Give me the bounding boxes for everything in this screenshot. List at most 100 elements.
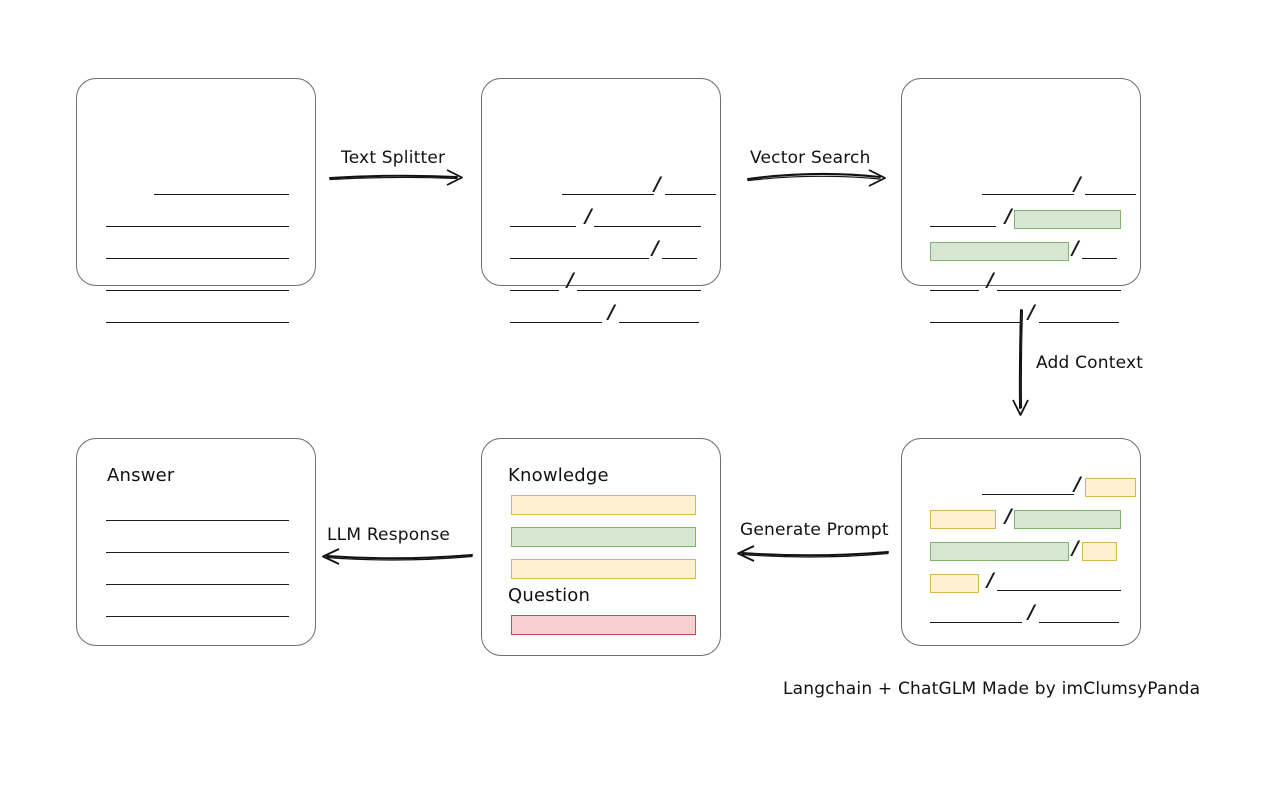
node-context-added-chunks[interactable]: / / / / / <box>901 438 1141 646</box>
chunk-segment-highlight-green <box>1013 510 1121 529</box>
answer-line <box>106 539 289 553</box>
chunk-segment <box>930 609 1022 623</box>
document-line <box>106 277 289 291</box>
edge-label-llm-response: LLM Response <box>327 525 451 545</box>
line-segment <box>106 571 289 585</box>
line-segment <box>106 507 289 521</box>
document-line <box>106 245 289 259</box>
chunk-line: / <box>510 303 699 323</box>
chunk-line: / <box>510 271 701 291</box>
question-label: Question <box>508 585 591 606</box>
source-document-rows <box>77 79 315 323</box>
edge-label-add-context: Add Context <box>1036 353 1144 373</box>
chunk-separator-icon: / <box>1005 205 1012 227</box>
chunk-segment <box>982 181 1074 195</box>
chunk-segment <box>982 481 1074 495</box>
knowledge-label: Knowledge <box>508 465 609 486</box>
chunk-line: / <box>930 571 1121 593</box>
line-segment <box>154 181 289 195</box>
chunk-segment <box>576 277 701 291</box>
chunk-segment <box>510 277 559 291</box>
arrow-generate-prompt <box>737 545 889 562</box>
chunk-segment <box>1038 309 1119 323</box>
chunk-separator-icon: / <box>987 569 994 591</box>
chunk-line: / <box>930 603 1119 623</box>
chunk-segment-highlight-green <box>930 242 1069 261</box>
context-added-rows: / / / / / <box>902 439 1140 645</box>
chunk-line: / <box>930 175 1136 195</box>
answer-line <box>106 571 289 585</box>
chunk-segment-highlight-yellow <box>1084 478 1136 497</box>
question-bar <box>511 615 696 635</box>
line-segment <box>106 213 289 227</box>
chunk-separator-icon: / <box>608 301 615 323</box>
chunk-separator-icon: / <box>1005 505 1012 527</box>
line-indent <box>930 181 982 195</box>
chunk-separator-icon: / <box>1072 237 1079 259</box>
edge-label-text-splitter: Text Splitter <box>341 148 446 168</box>
chunk-separator-icon: / <box>1072 537 1079 559</box>
chunk-segment <box>1038 609 1119 623</box>
footer-credit: Langchain + ChatGLM Made by imClumsyPand… <box>783 679 1201 699</box>
chunk-separator-icon: / <box>567 269 574 291</box>
chunk-line: / <box>930 303 1119 323</box>
chunk-line: / <box>510 175 716 195</box>
chunk-segment <box>593 213 701 227</box>
chunk-segment <box>510 213 576 227</box>
chunk-segment <box>930 213 996 227</box>
answer-line <box>106 507 289 521</box>
chunk-segment <box>1084 181 1136 195</box>
chunk-segment <box>996 277 1121 291</box>
chunk-separator-icon: / <box>987 269 994 291</box>
chunk-segment <box>562 181 654 195</box>
chunk-line: / <box>930 507 1121 529</box>
node-split-chunks[interactable]: / / / / / <box>481 78 721 323</box>
node-source-document[interactable] <box>76 78 316 323</box>
document-line <box>106 181 289 195</box>
chunk-separator-icon: / <box>652 237 659 259</box>
node-answer[interactable]: Answer <box>76 438 316 646</box>
line-segment <box>106 277 289 291</box>
node-prompt[interactable]: Knowledge Question <box>481 438 721 656</box>
chunk-separator-icon: / <box>585 205 592 227</box>
line-indent <box>930 481 982 495</box>
arrow-add-context <box>1012 309 1029 416</box>
line-segment <box>106 245 289 259</box>
chunk-segment <box>664 181 716 195</box>
chunk-line: / <box>930 539 1117 561</box>
chunk-segment <box>1081 245 1117 259</box>
chunk-line: / <box>510 207 701 227</box>
split-chunks-rows: / / / / / <box>482 79 720 323</box>
chunk-separator-icon: / <box>1074 173 1081 195</box>
chunk-separator-icon: / <box>1028 301 1035 323</box>
document-line <box>106 213 289 227</box>
line-segment <box>106 603 289 617</box>
chunk-line: / <box>930 207 1121 229</box>
arrow-vector-search <box>747 169 886 187</box>
line-indent <box>106 181 154 195</box>
chunk-separator-icon: / <box>1074 473 1081 495</box>
knowledge-bar <box>511 495 696 515</box>
chunk-segment <box>510 245 649 259</box>
chunk-segment <box>618 309 699 323</box>
arrow-text-splitter <box>329 169 463 186</box>
chunk-segment <box>930 277 979 291</box>
knowledge-bar <box>511 559 696 579</box>
answer-line <box>106 603 289 617</box>
chunk-segment <box>510 309 602 323</box>
chunk-line: / <box>930 475 1136 497</box>
line-segment <box>106 539 289 553</box>
chunk-segment <box>930 309 1022 323</box>
node-vector-matched-chunks[interactable]: / / / / / <box>901 78 1141 323</box>
document-line <box>106 309 289 323</box>
chunk-separator-icon: / <box>654 173 661 195</box>
chunk-segment-highlight-green <box>1013 210 1121 229</box>
line-indent <box>510 181 562 195</box>
chunk-segment-highlight-green <box>930 542 1069 561</box>
chunk-line: / <box>930 271 1121 291</box>
prompt-body: Knowledge Question <box>482 439 720 655</box>
answer-label: Answer <box>107 465 175 486</box>
chunk-segment-highlight-yellow <box>930 510 996 529</box>
vector-matched-rows: / / / / / <box>902 79 1140 323</box>
